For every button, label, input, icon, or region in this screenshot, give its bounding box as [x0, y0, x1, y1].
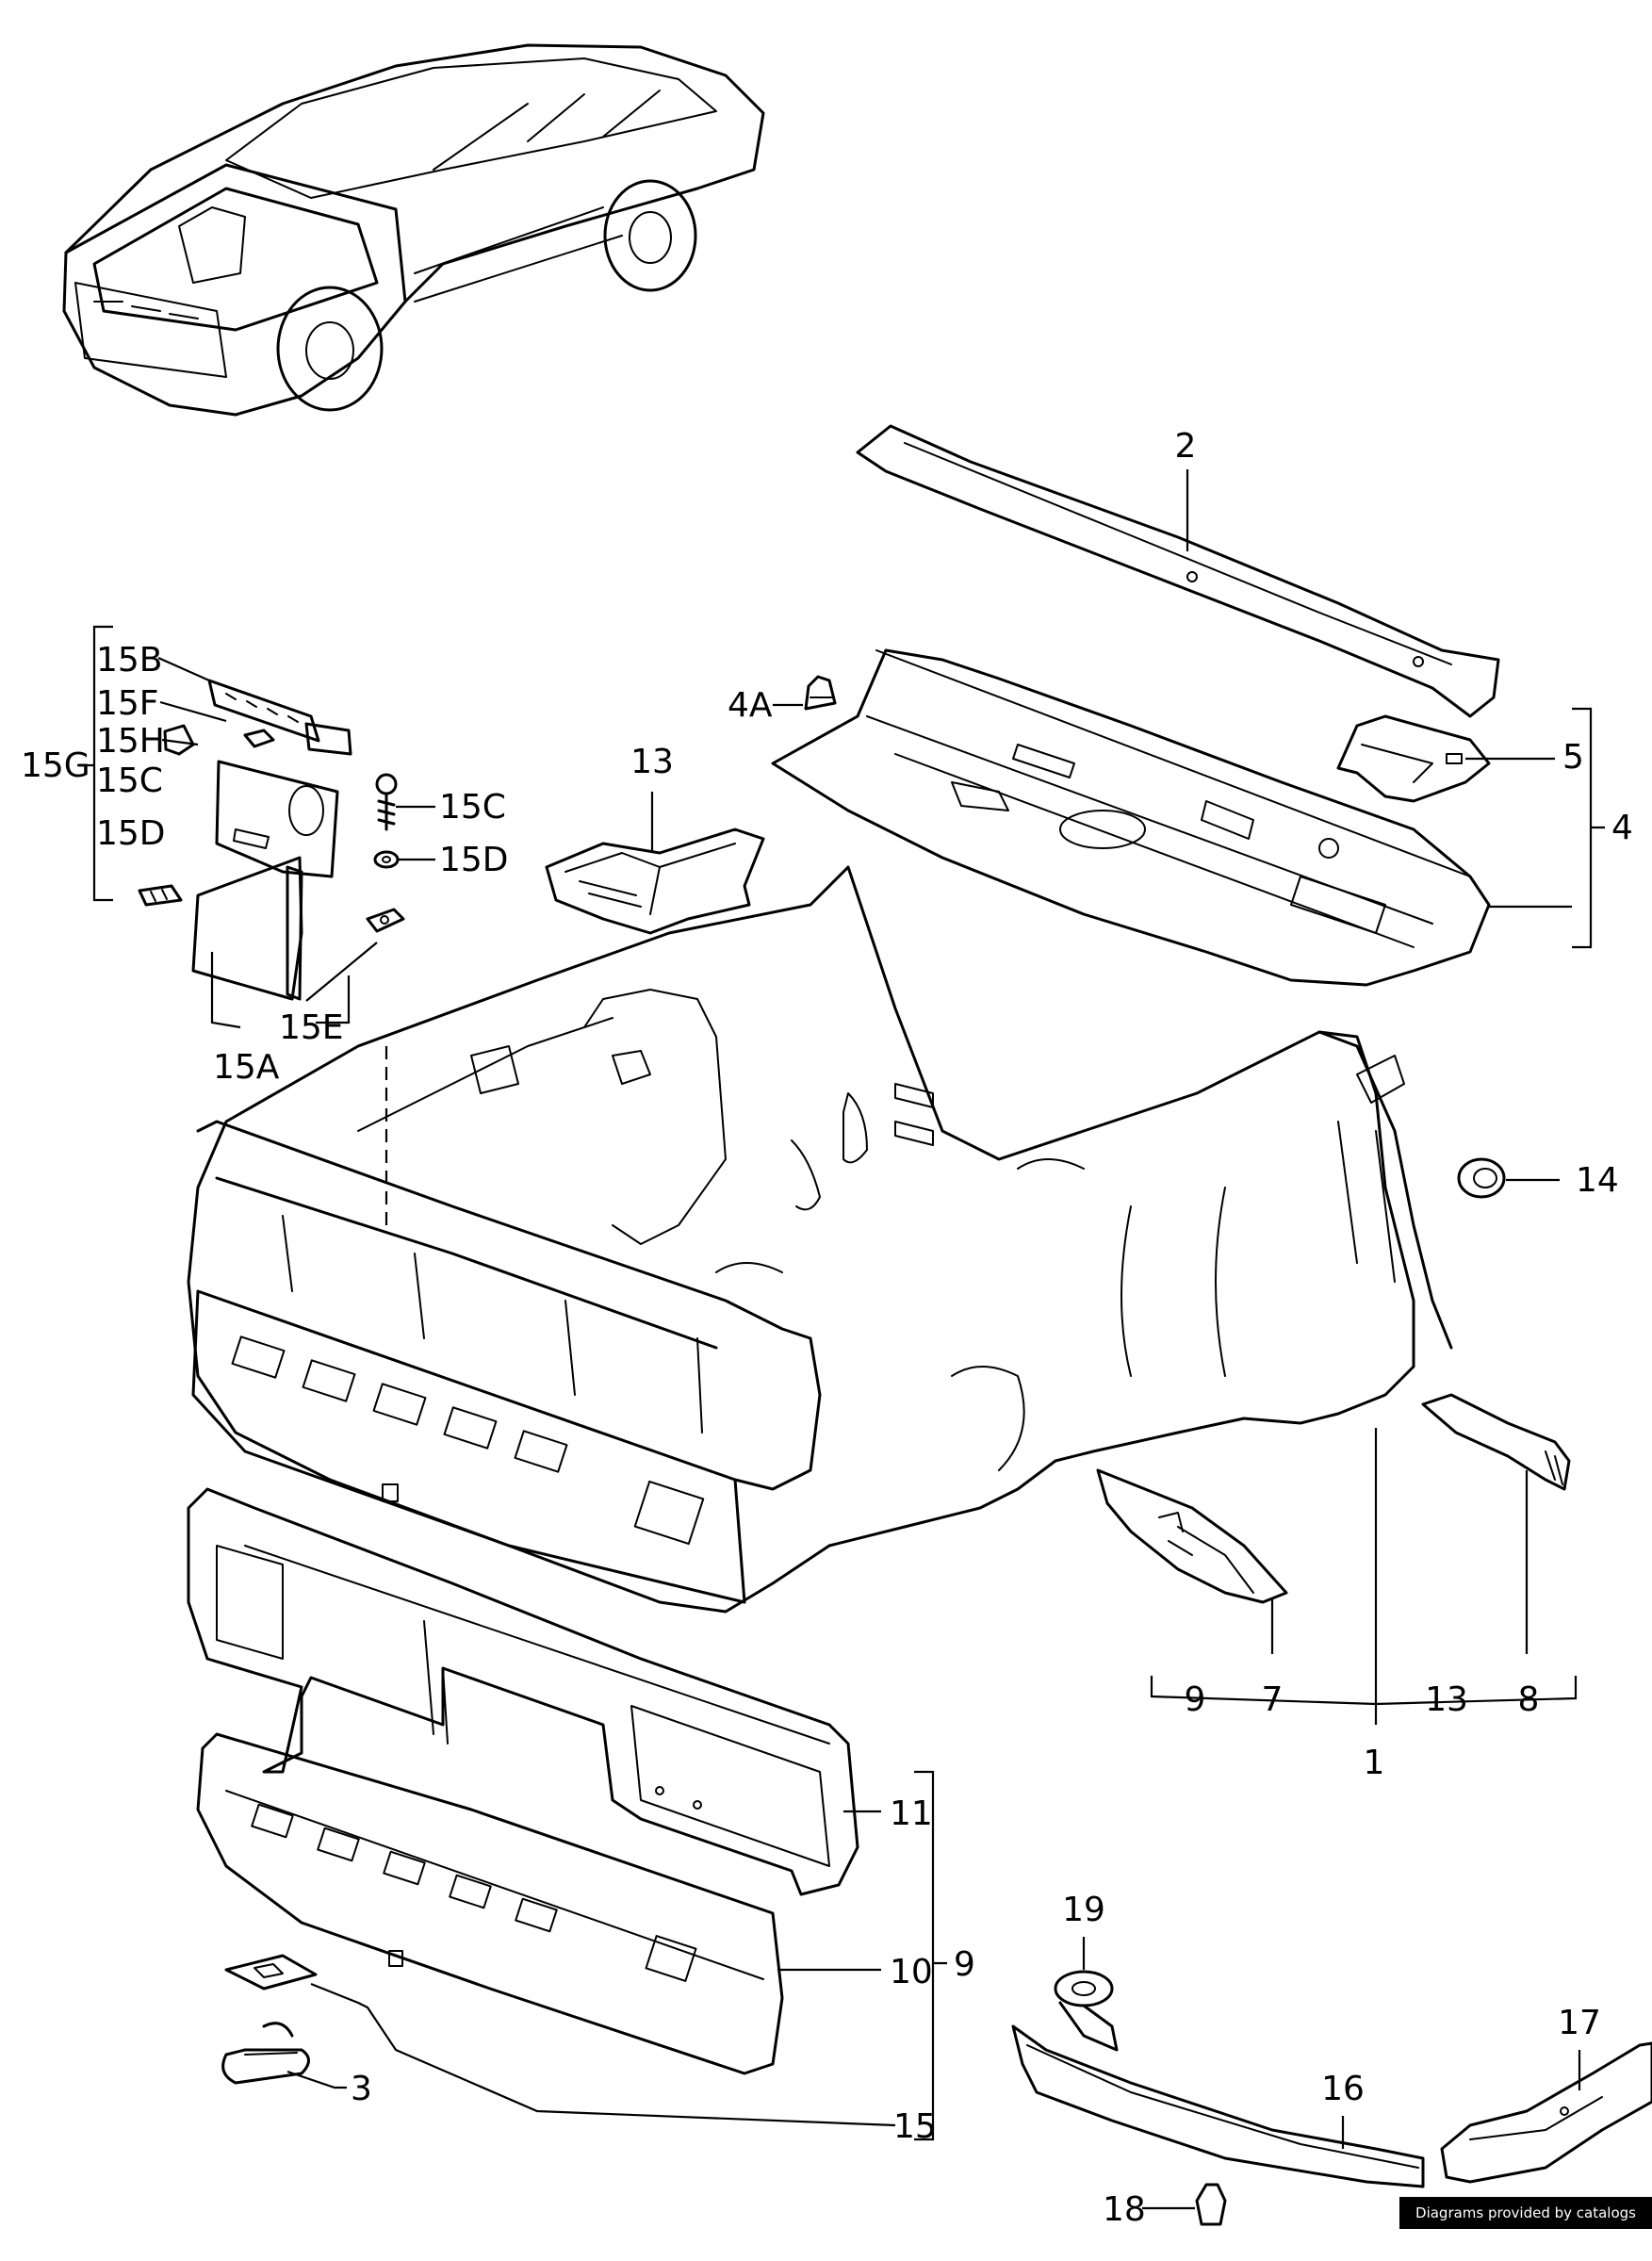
- callout-5: 5: [1562, 738, 1584, 777]
- callout-4: 4: [1611, 809, 1633, 847]
- callout-9: 9: [954, 1945, 975, 1984]
- callout-15a: 15A: [213, 1048, 280, 1087]
- part-10-lower-front-panel: [196, 1732, 784, 2075]
- callout-19: 19: [1062, 1891, 1105, 1929]
- part-3-clip: [221, 2022, 310, 2085]
- vehicle-locator-drawing: [62, 43, 765, 417]
- part-11-radiator-frame: [187, 1487, 859, 1896]
- part-8-strip: [1421, 1393, 1571, 1491]
- callout-2: 2: [1175, 427, 1197, 466]
- leader-lines: [77, 469, 1605, 2210]
- callout-15b: 15B: [96, 641, 163, 680]
- callout-15g: 15G: [21, 746, 90, 785]
- callout-17: 17: [1558, 2004, 1601, 2042]
- part-16-trim-strip: [1011, 2024, 1425, 2188]
- callout-3: 3: [351, 2070, 372, 2108]
- part-19-tape-roll: [1054, 1970, 1119, 2052]
- callout-15d: 15D: [439, 841, 509, 879]
- part-14-grommet: [1457, 1157, 1506, 1199]
- callout-15c-list: 15C: [96, 762, 163, 800]
- part-7-bracket: [1096, 1468, 1288, 1604]
- part-2-cowl-panel: [856, 424, 1500, 718]
- callout-18: 18: [1103, 2190, 1146, 2229]
- callout-16: 16: [1321, 2070, 1365, 2108]
- callout-10: 10: [890, 1953, 933, 1991]
- callout-labels: 2 4A 5 4 13 14 15B 15F 15H 15G 15C 15D 1…: [21, 427, 1633, 2229]
- callout-4a: 4A: [728, 686, 773, 725]
- part-17-end-trim: [1440, 2041, 1652, 2184]
- part-15-splash-shield-group: [138, 679, 405, 1001]
- callout-13-group: 13: [1425, 1680, 1468, 1719]
- part-18-clip: [1195, 2183, 1227, 2226]
- part-13-battery-tray: [545, 827, 765, 935]
- callout-15c: 15C: [439, 788, 506, 827]
- callout-13-top: 13: [630, 743, 674, 781]
- callout-7: 7: [1262, 1680, 1284, 1719]
- callout-9-group: 9: [1185, 1680, 1206, 1719]
- callout-8: 8: [1518, 1680, 1540, 1719]
- callout-15d-list: 15D: [96, 814, 166, 853]
- callout-14: 14: [1576, 1161, 1619, 1200]
- credit-footer: Diagrams provided by catalogs parts: [1399, 2197, 1652, 2253]
- callout-15: 15: [893, 2107, 937, 2146]
- callout-15f: 15F: [96, 684, 159, 723]
- callout-11: 11: [890, 1794, 933, 1833]
- part-4-bulkhead-panel: [771, 648, 1491, 987]
- callout-1: 1: [1364, 1744, 1385, 1782]
- part-15-plate: [224, 1954, 318, 1991]
- callout-15e: 15E: [279, 1008, 344, 1047]
- part-1-front-body-assembly: [187, 865, 1453, 1614]
- part-5-bracket: [1336, 714, 1491, 803]
- callout-15h: 15H: [96, 722, 165, 761]
- part-4a-plug: [804, 675, 837, 711]
